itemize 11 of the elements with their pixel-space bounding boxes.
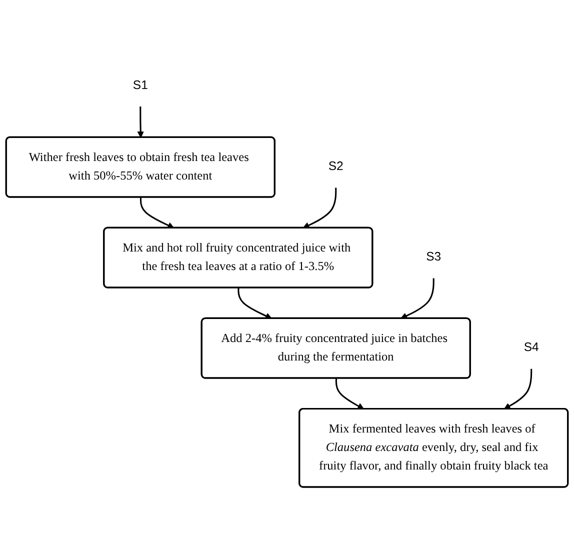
arrow — [335, 378, 364, 410]
arrow — [137, 106, 144, 138]
arrow — [238, 288, 272, 320]
arrow — [400, 278, 434, 319]
arrow — [140, 197, 174, 229]
node-text: S4 — [524, 341, 539, 354]
arrow — [302, 188, 337, 228]
arrow — [504, 368, 532, 410]
node-text: S1 — [132, 78, 148, 92]
node-text: S3 — [426, 250, 442, 264]
node-text: S2 — [328, 160, 344, 174]
